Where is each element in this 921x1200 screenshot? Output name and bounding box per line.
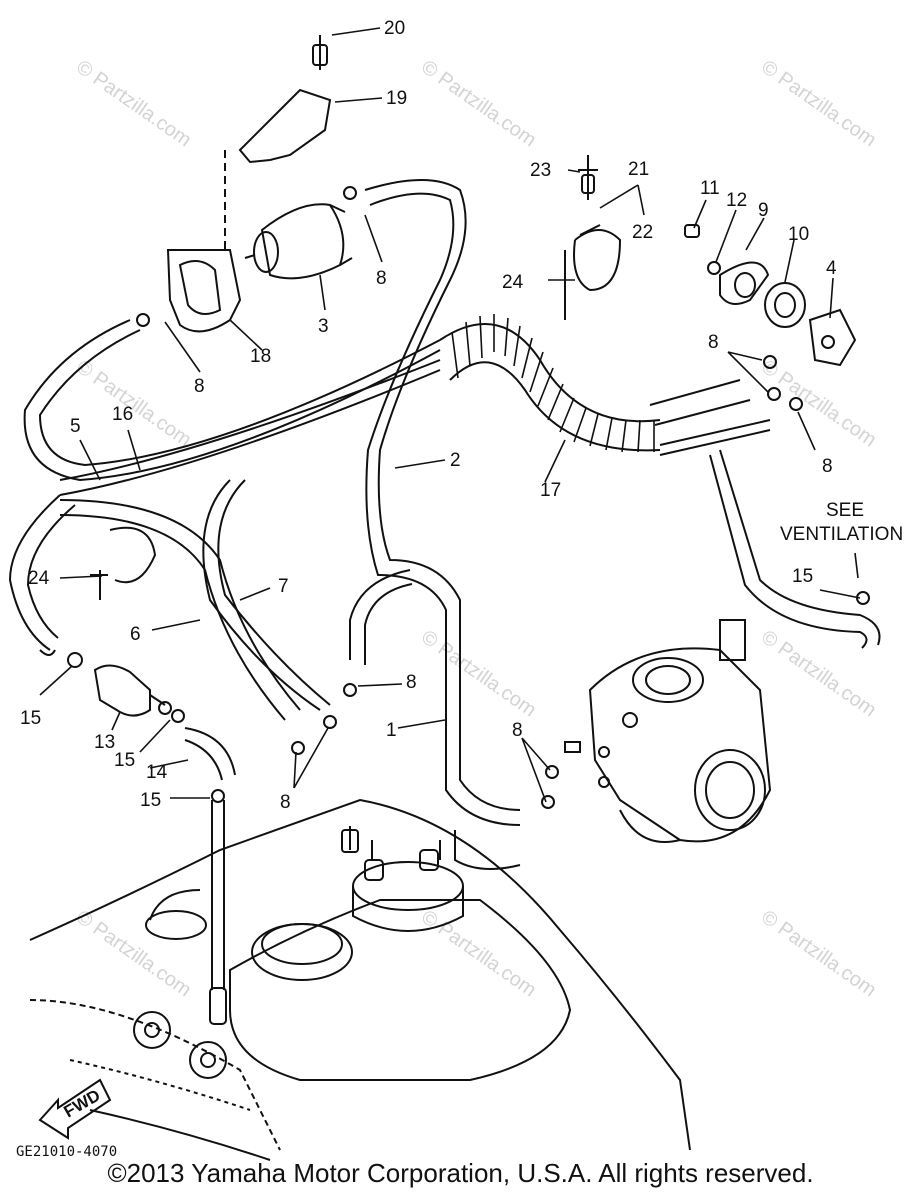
- see-note-line1: SEE: [826, 500, 864, 521]
- watermark: © Partzilla.com: [757, 56, 880, 151]
- part-label-8-pump-top: 8: [406, 672, 417, 693]
- part-label-19: 19: [386, 88, 407, 109]
- right-parts: [564, 155, 857, 367]
- part-label-8-left: 8: [194, 376, 205, 397]
- watermark: © Partzilla.com: [757, 626, 880, 721]
- part-label-8-right: 8: [708, 332, 719, 353]
- watermarks: © Partzilla.com © Partzilla.com © Partzi…: [72, 56, 880, 1001]
- part-label-5: 5: [70, 416, 81, 437]
- fwd-arrow: FWD: [38, 1078, 112, 1140]
- part-label-10: 10: [788, 224, 809, 245]
- part-label-4: 4: [826, 258, 837, 279]
- part-label-8-lower-right: 8: [822, 456, 833, 477]
- watermark: © Partzilla.com: [72, 356, 195, 451]
- reference-code: GE21010-4070: [16, 1144, 117, 1160]
- tank-details: [133, 1011, 227, 1079]
- part-label-7: 7: [278, 576, 289, 597]
- part-label-2: 2: [450, 450, 461, 471]
- part-label-17: 17: [540, 480, 561, 501]
- corrugated-tube: [439, 314, 661, 453]
- part-label-8-carb: 8: [512, 720, 523, 741]
- watermark: © Partzilla.com: [417, 906, 540, 1001]
- fuel-filter-assembly: [166, 35, 353, 333]
- part-label-8-pump-left: 8: [280, 792, 291, 813]
- part-label-15-b: 15: [114, 750, 135, 771]
- left-parts: [39, 526, 172, 717]
- watermark: © Partzilla.com: [417, 56, 540, 151]
- hose-clamps: [136, 186, 870, 809]
- part-label-13: 13: [94, 732, 115, 753]
- part-label-8-filter: 8: [376, 268, 387, 289]
- watermark: © Partzilla.com: [72, 56, 195, 151]
- part-label-12: 12: [726, 190, 747, 211]
- watermark: © Partzilla.com: [757, 356, 880, 451]
- fuel-tank: [29, 798, 691, 1161]
- copyright-notice: ©2013 Yamaha Motor Corporation, U.S.A. A…: [107, 1158, 814, 1188]
- hoses: [8, 179, 881, 1025]
- part-label-15-c: 15: [140, 790, 161, 811]
- leader-lines: [39, 27, 861, 803]
- part-label-22: 22: [632, 222, 653, 243]
- watermark: © Partzilla.com: [417, 626, 540, 721]
- fuel-pump: [341, 826, 464, 932]
- watermark: © Partzilla.com: [72, 906, 195, 1001]
- part-label-24-left: 24: [28, 568, 50, 589]
- part-label-1: 1: [386, 720, 397, 741]
- part-label-11: 11: [700, 178, 720, 199]
- carburetor: [564, 619, 772, 843]
- part-label-9: 9: [758, 200, 769, 221]
- part-label-20: 20: [384, 18, 405, 39]
- callouts: 20 19 23 21 22 24 11 12 9 10 4 8 3 18 8 …: [16, 18, 903, 1160]
- part-label-6: 6: [130, 624, 141, 645]
- see-note-line2: VENTILATION: [780, 524, 903, 545]
- watermark: © Partzilla.com: [757, 906, 880, 1001]
- part-label-3: 3: [318, 316, 329, 337]
- part-label-21: 21: [628, 159, 649, 180]
- part-label-18: 18: [250, 346, 271, 367]
- part-label-23: 23: [530, 160, 551, 181]
- part-label-24-top: 24: [502, 272, 524, 293]
- part-label-15-a: 15: [20, 708, 41, 729]
- part-label-14: 14: [146, 762, 168, 783]
- part-label-15-d: 15: [792, 566, 813, 587]
- part-label-16: 16: [112, 404, 133, 425]
